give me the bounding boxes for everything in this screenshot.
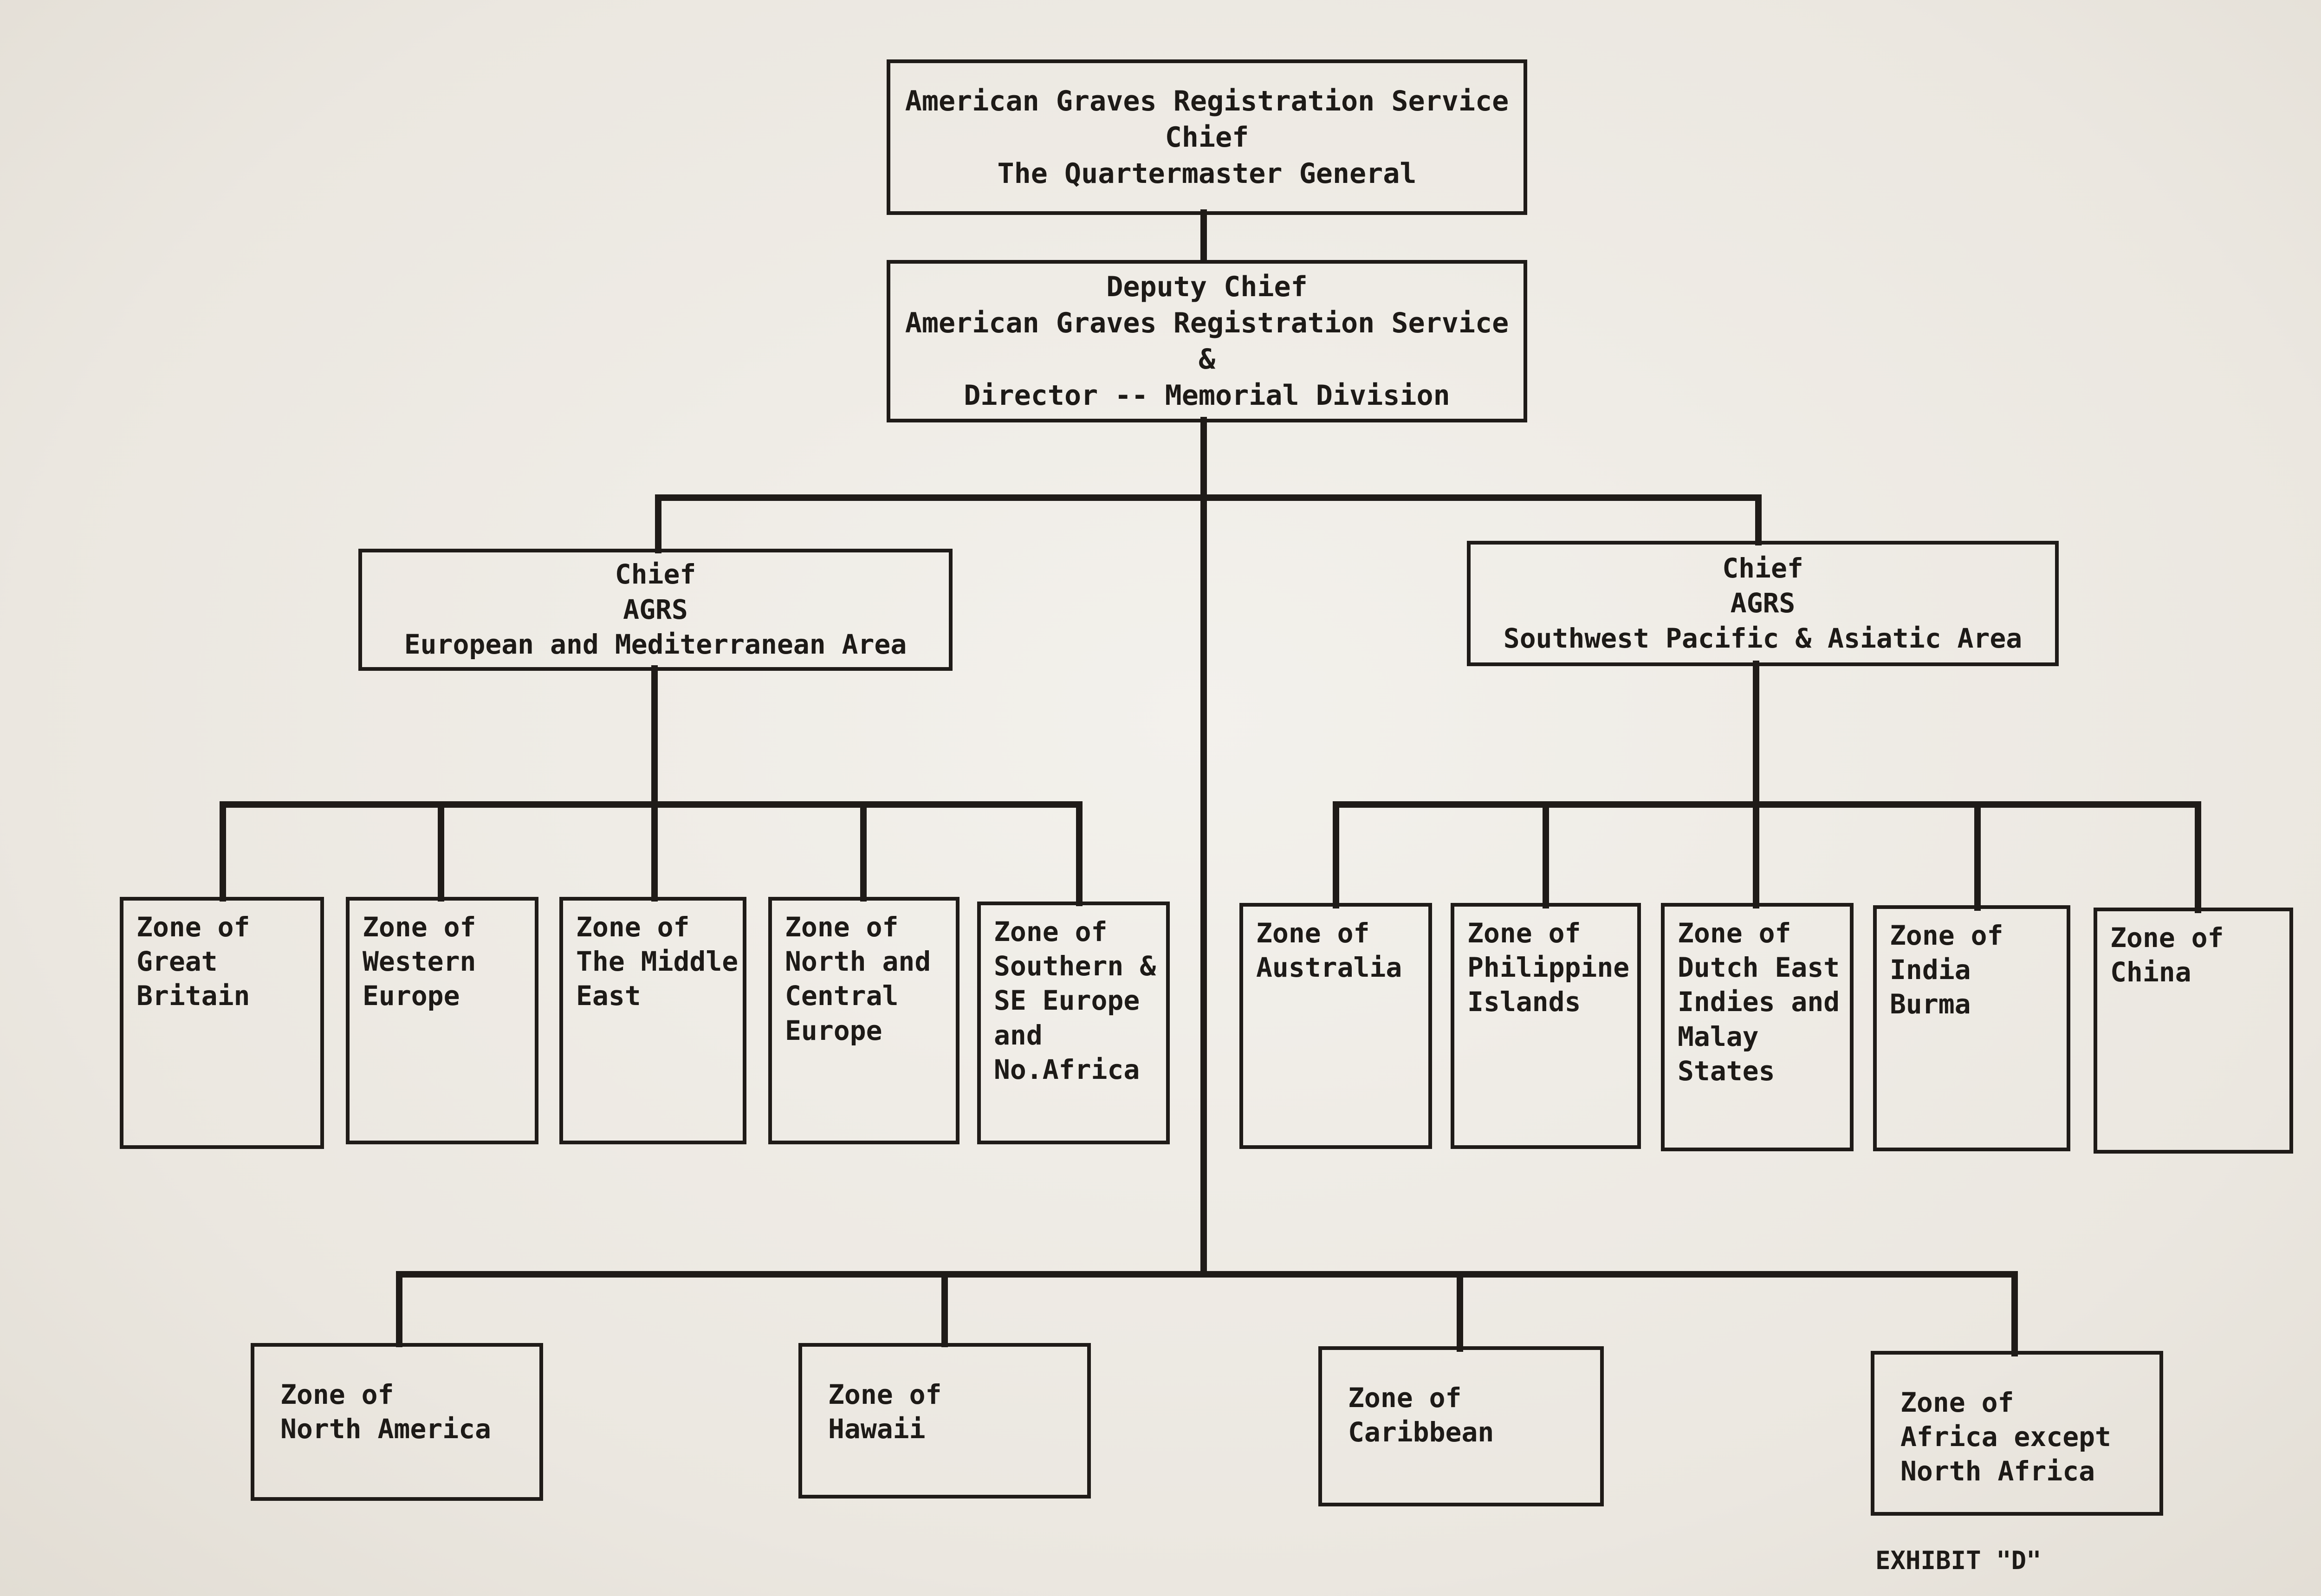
zone-north-america-box: Zone of North America — [251, 1343, 543, 1501]
deputy-line: Deputy Chief — [1106, 271, 1308, 303]
zone-dutch-east-indies-box: Zone of Dutch East Indies and Malay Stat… — [1661, 903, 1854, 1151]
european-area-box: Chief AGRS European and Mediterranean Ar… — [358, 549, 953, 671]
zone-line: Zone of — [1467, 917, 1581, 949]
zone-line: Western — [363, 946, 476, 978]
area-line: AGRS — [1730, 587, 1796, 619]
zone-line: Zone of — [1678, 917, 1791, 949]
zone-line: North and — [785, 946, 931, 978]
zone-north-central-europe-box: Zone of North and Central Europe — [768, 897, 960, 1144]
exhibit-label: EXHIBIT "D" — [1875, 1546, 2042, 1575]
zone-australia-box: Zone of Australia — [1239, 903, 1432, 1149]
zone-line: Philippine — [1467, 952, 1630, 984]
zone-western-europe-box: Zone of Western Europe — [346, 897, 538, 1144]
zone-middle-east-box: Zone of The Middle East — [559, 897, 746, 1144]
zone-line: No.Africa — [994, 1053, 1140, 1085]
area-line: AGRS — [623, 593, 688, 625]
deputy-line: & — [1198, 343, 1216, 376]
area-line: European and Mediterranean Area — [404, 629, 907, 661]
zone-india-burma-box: Zone of India Burma — [1873, 905, 2070, 1151]
zone-line: North America — [280, 1413, 491, 1445]
zone-line: Europe — [785, 1014, 882, 1046]
zone-line: North Africa — [1900, 1455, 2095, 1487]
zone-line: Zone of — [1348, 1382, 1462, 1414]
zone-caribbean-box: Zone of Caribbean — [1318, 1346, 1604, 1506]
zone-line: Islands — [1467, 986, 1581, 1018]
zone-line: Indies and — [1678, 986, 1840, 1018]
deputy-line: American Graves Registration Service — [905, 307, 1509, 339]
zone-china-box: Zone of China — [2094, 908, 2293, 1154]
zone-hawaii-box: Zone of Hawaii — [798, 1343, 1091, 1499]
zone-line: Caribbean — [1348, 1416, 1494, 1448]
zone-line: Central — [785, 980, 899, 1012]
zone-line: East — [576, 980, 641, 1012]
zone-great-britain-box: Zone of Great Britain — [120, 897, 324, 1149]
zone-line: China — [2110, 956, 2191, 988]
area-line: Chief — [1722, 552, 1803, 584]
zone-line: Zone of — [363, 911, 476, 943]
zone-line: Zone of — [1890, 920, 2003, 951]
zone-line: Zone of — [576, 911, 690, 943]
zone-line: Zone of — [136, 911, 250, 943]
area-line: Southwest Pacific & Asiatic Area — [1503, 622, 2023, 654]
pacific-area-box: Chief AGRS Southwest Pacific & Asiatic A… — [1467, 541, 2059, 666]
area-line: Chief — [615, 558, 696, 590]
zone-line: SE Europe — [994, 985, 1140, 1017]
zone-southern-se-europe-box: Zone of Southern & SE Europe and No.Afri… — [977, 902, 1170, 1144]
zone-line: Zone of — [785, 911, 899, 943]
chief-line: American Graves Registration Service — [905, 84, 1509, 117]
zone-philippine-islands-box: Zone of Philippine Islands — [1451, 903, 1641, 1149]
deputy-line: Director -- Memorial Division — [964, 379, 1450, 412]
zone-line: India — [1890, 954, 1971, 986]
zone-line: The Middle — [576, 946, 739, 978]
deputy-chief-box: Deputy Chief American Graves Registratio… — [887, 260, 1527, 422]
zone-line: and — [994, 1019, 1043, 1051]
zone-line: Zone of — [994, 916, 1108, 947]
zone-line: Hawaii — [828, 1413, 926, 1445]
zone-line: Zone of — [280, 1379, 394, 1410]
zone-line: Zone of — [1256, 917, 1370, 949]
zone-line: Malay — [1678, 1020, 1759, 1052]
zone-line: States — [1678, 1055, 1775, 1087]
zone-line: Zone of — [1900, 1387, 2014, 1418]
zone-line: Dutch East — [1678, 952, 1840, 984]
chief-line: The Quartermaster General — [997, 157, 1417, 190]
chief-line: Chief — [1165, 121, 1249, 154]
zone-line: Europe — [363, 980, 460, 1012]
zone-line: Zone of — [2110, 922, 2224, 954]
zone-line: Southern & — [994, 950, 1156, 982]
chief-box: American Graves Registration Service Chi… — [887, 59, 1527, 215]
zone-line: Great — [136, 946, 218, 978]
zone-line: Burma — [1890, 988, 1971, 1020]
zone-africa-except-north-africa-box: Zone of Africa except North Africa — [1871, 1351, 2163, 1516]
zone-line: Britain — [136, 980, 250, 1012]
zone-line: Australia — [1256, 952, 1402, 984]
zone-line: Africa except — [1900, 1421, 2111, 1453]
zone-line: Zone of — [828, 1379, 942, 1410]
